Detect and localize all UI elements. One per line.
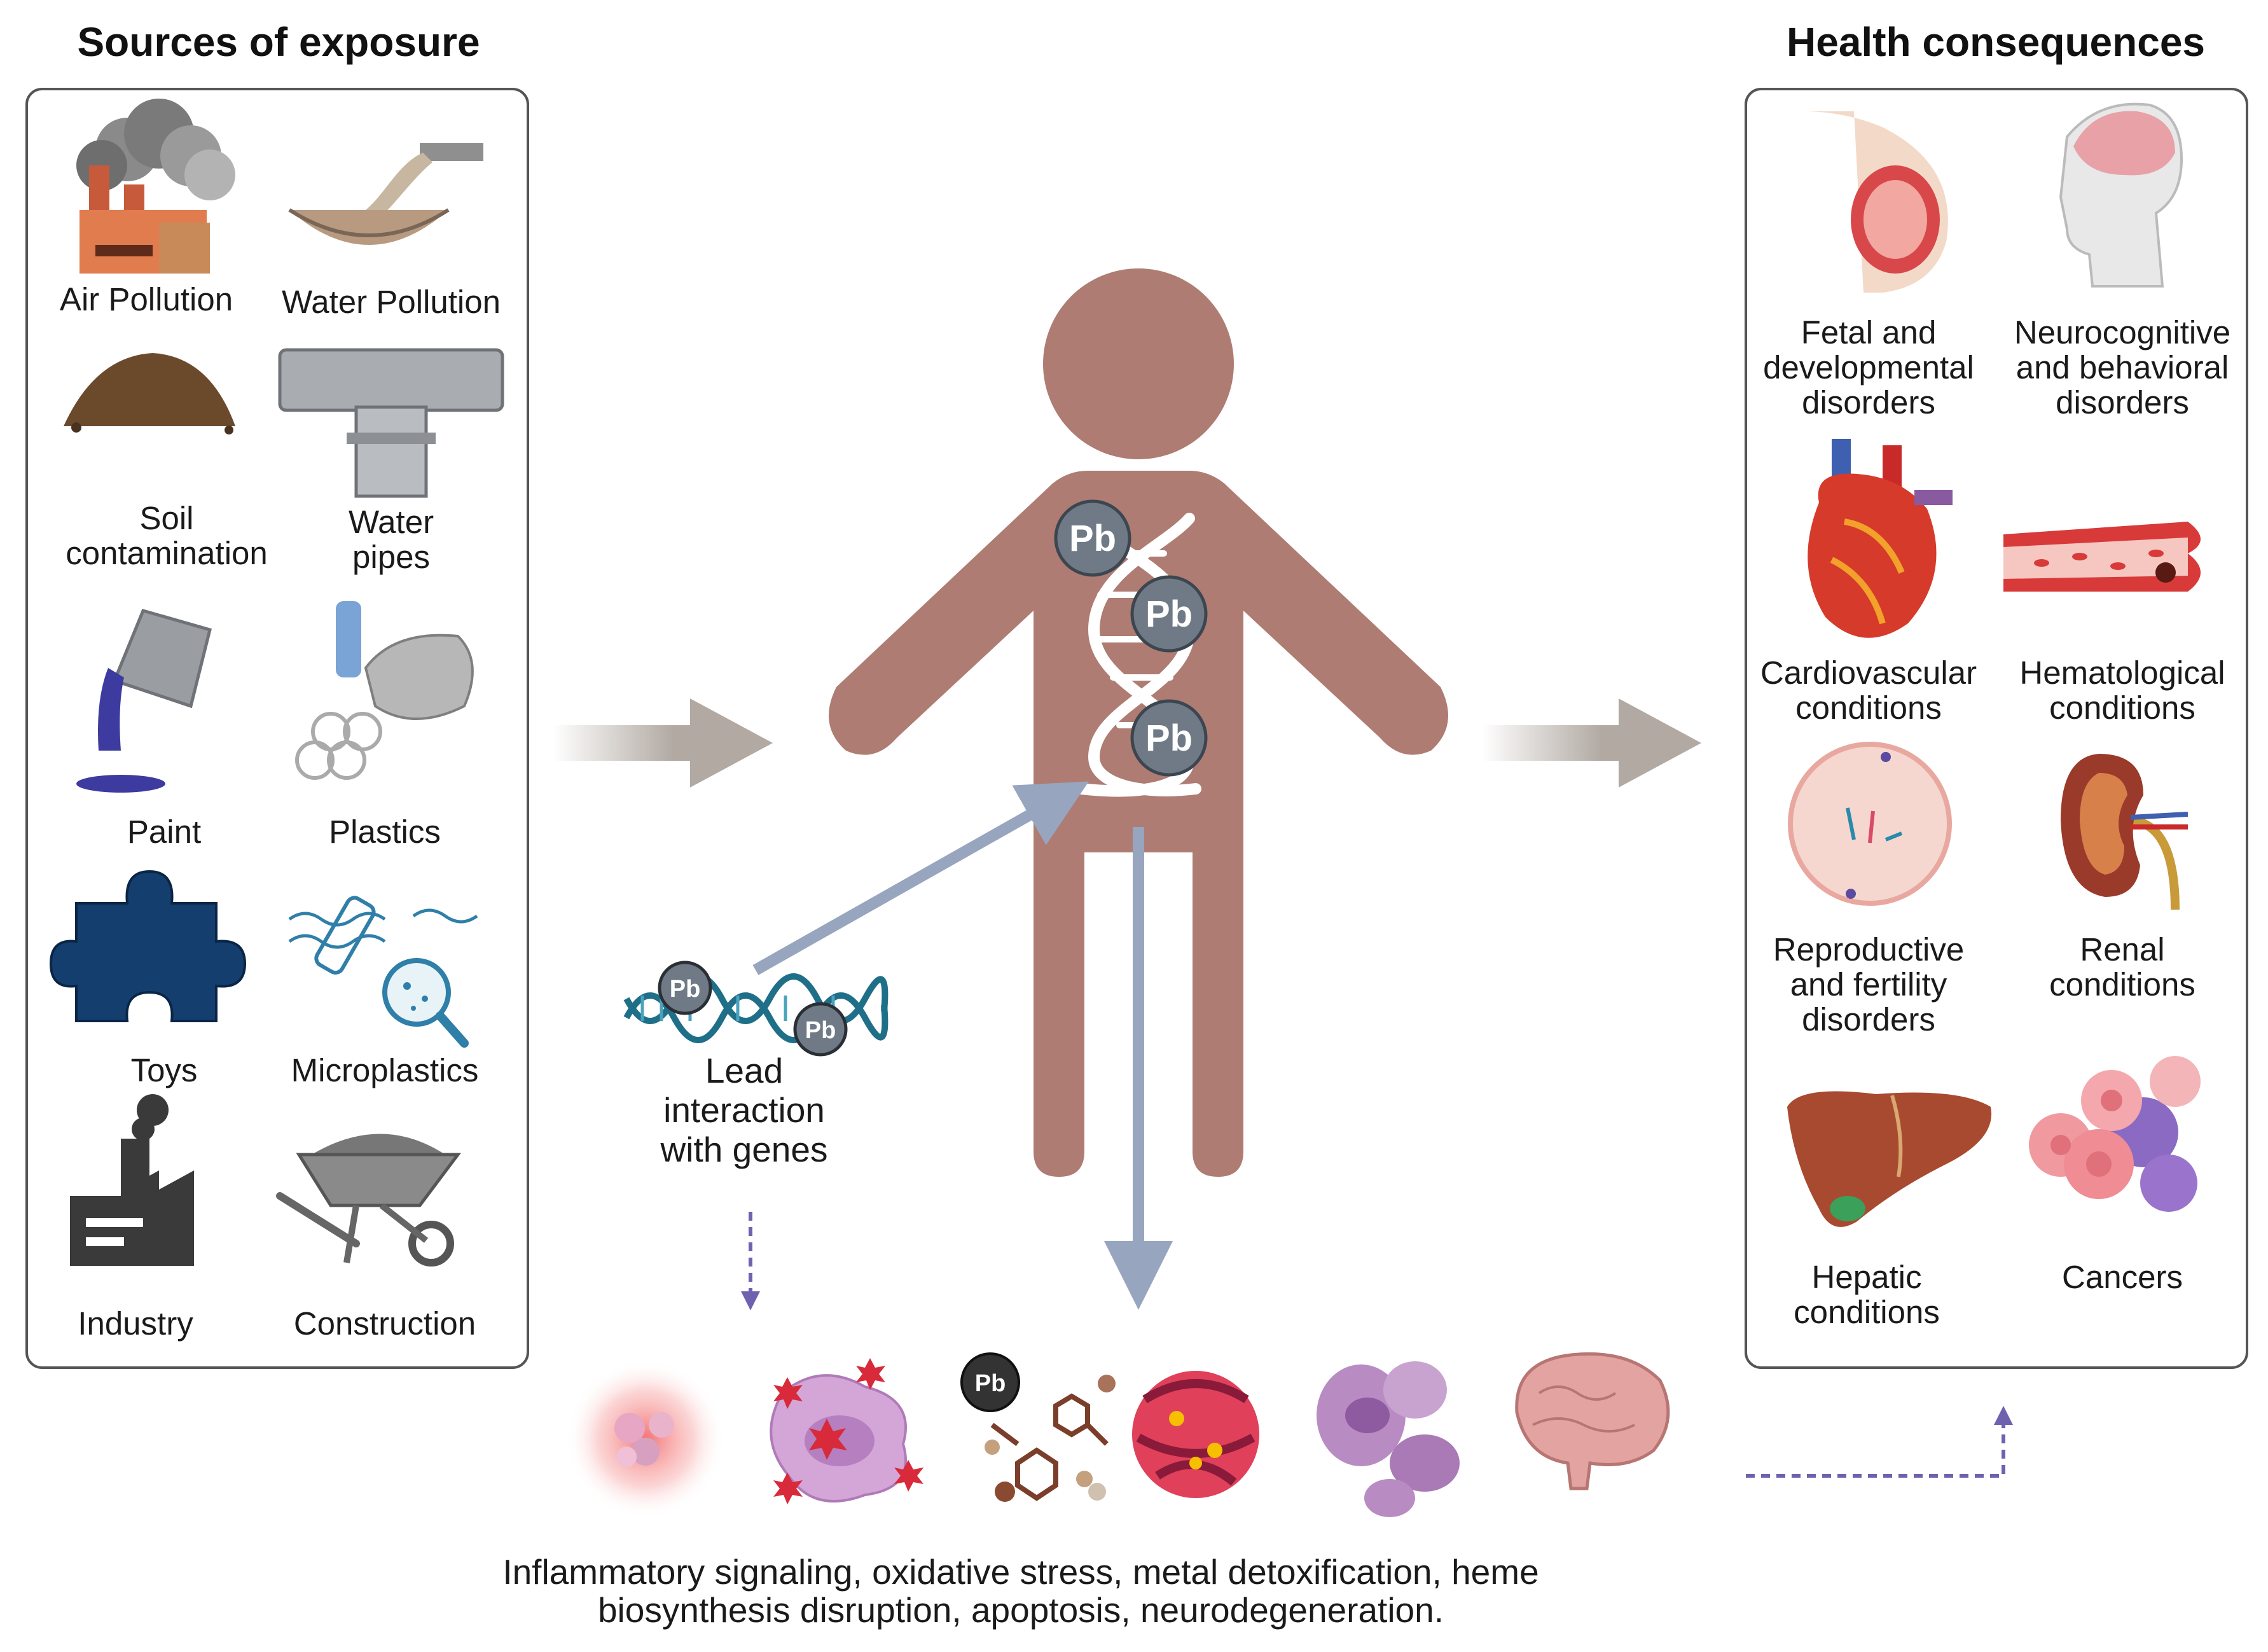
liver-icon	[1787, 1091, 1992, 1227]
svg-text:disorders: disorders	[2056, 384, 2189, 420]
gene-interaction-label: Lead interaction with genes	[660, 1051, 828, 1169]
svg-text:conditions: conditions	[1794, 1294, 1940, 1330]
wheelbarrow-icon	[276, 1134, 461, 1267]
pb-badge-middle: Pb	[1130, 575, 1208, 653]
microplastics-label: Microplastics	[291, 1052, 479, 1088]
svg-text:conditions: conditions	[1795, 690, 1942, 726]
air-pollution-label: Air Pollution	[60, 281, 233, 317]
industry-building-icon	[70, 1094, 194, 1266]
gene-to-body-arrow	[752, 781, 1089, 975]
brain-icon	[1515, 1352, 1670, 1490]
svg-text:Pb: Pb	[1069, 518, 1116, 559]
metal-detox-icon: Pb	[960, 1352, 1116, 1502]
soil-pile-icon	[64, 353, 235, 434]
svg-text:Inflammatory signaling, oxidat: Inflammatory signaling, oxidative stress…	[502, 1552, 1539, 1592]
water-pipes-label: Water pipes	[349, 504, 434, 575]
svg-text:Pb: Pb	[670, 976, 701, 1003]
factory-smoke-icon	[76, 99, 235, 274]
pregnancy-icon	[1803, 111, 1948, 293]
health-heading: Health consequences	[1787, 19, 2205, 65]
renal-label: Renal conditions	[2049, 931, 2195, 1003]
puzzle-piece-icon	[49, 870, 247, 1022]
svg-text:with genes: with genes	[660, 1130, 828, 1169]
plastic-waste-icon	[295, 601, 474, 780]
svg-text:Lead: Lead	[705, 1051, 783, 1090]
svg-text:Neurocognitive: Neurocognitive	[2014, 314, 2230, 351]
plastics-label: Plastics	[329, 814, 441, 850]
pb-badge-top: Pb	[1054, 499, 1131, 577]
paint-can-icon	[76, 608, 212, 793]
mechanisms-to-health-dashed-arrow	[1746, 1406, 2013, 1478]
svg-text:conditions: conditions	[2049, 690, 2195, 726]
industry-label: Industry	[78, 1305, 193, 1342]
left-flow-arrow	[553, 698, 773, 788]
svg-text:Pb: Pb	[975, 1370, 1006, 1397]
inflammation-icon	[566, 1359, 725, 1518]
heart-icon	[1808, 439, 1953, 638]
blood-vessel-icon	[2003, 522, 2201, 592]
cancers-label: Cancers	[2062, 1259, 2183, 1295]
water-pollution-label: Water Pollution	[282, 284, 501, 320]
svg-text:Hematological: Hematological	[2019, 655, 2225, 691]
t-pipe-icon	[278, 348, 504, 498]
svg-text:developmental: developmental	[1763, 349, 1974, 385]
toys-label: Toys	[131, 1052, 198, 1088]
cell-division-icon	[1788, 742, 1952, 906]
gene-pb-badge-left: Pb	[658, 961, 712, 1015]
gene-pb-badge-right: Pb	[793, 1002, 848, 1057]
svg-text:Soil: Soil	[139, 500, 193, 536]
heme-protein-icon	[1132, 1371, 1259, 1498]
soil-contamination-label: Soil contamination	[66, 500, 268, 571]
svg-text:Pb: Pb	[1145, 718, 1193, 759]
svg-text:Fetal and: Fetal and	[1801, 314, 1937, 351]
cardiovascular-label: Cardiovascular conditions	[1760, 655, 1977, 726]
cancer-cells-icon	[2029, 1056, 2201, 1212]
health-panel	[1745, 88, 2248, 1369]
paint-label: Paint	[127, 814, 201, 850]
svg-text:Hepatic: Hepatic	[1812, 1259, 1922, 1295]
svg-text:Reproductive: Reproductive	[1773, 931, 1965, 968]
reproductive-label: Reproductive and fertility disorders	[1773, 931, 1965, 1038]
svg-text:and behavioral: and behavioral	[2016, 349, 2229, 385]
svg-text:conditions: conditions	[2049, 966, 2195, 1003]
svg-text:disorders: disorders	[1802, 384, 1935, 420]
human-figure	[829, 268, 1448, 1177]
neurocognitive-label: Neurocognitive and behavioral disorders	[2014, 314, 2230, 420]
head-brain-icon	[2059, 102, 2183, 288]
kidney-icon	[2061, 754, 2188, 910]
microplastics-magnifier-icon	[288, 896, 478, 1048]
svg-text:Pb: Pb	[1145, 593, 1193, 635]
pipe-discharge-icon	[288, 143, 483, 245]
svg-text:Pb: Pb	[805, 1017, 836, 1044]
svg-text:Cardiovascular: Cardiovascular	[1760, 655, 1977, 691]
hepatic-label: Hepatic conditions	[1794, 1259, 1940, 1330]
mechanisms-text: Inflammatory signaling, oxidative stress…	[502, 1552, 1539, 1630]
svg-text:and fertility: and fertility	[1790, 966, 1947, 1003]
svg-text:disorders: disorders	[1802, 1001, 1935, 1038]
svg-text:Renal: Renal	[2080, 931, 2164, 968]
svg-text:Water: Water	[349, 504, 434, 540]
svg-text:interaction: interaction	[663, 1090, 825, 1130]
construction-label: Construction	[294, 1305, 476, 1342]
svg-text:biosynthesis disruption, apopt: biosynthesis disruption, apoptosis, neur…	[598, 1590, 1444, 1630]
right-flow-arrow	[1482, 698, 1701, 788]
pb-badge-bottom: Pb	[1130, 699, 1208, 777]
apoptosis-icon	[1317, 1361, 1460, 1517]
sources-heading: Sources of exposure	[77, 19, 480, 65]
svg-text:pipes: pipes	[352, 539, 430, 575]
svg-text:contamination: contamination	[66, 535, 268, 571]
fetal-label: Fetal and developmental disorders	[1763, 314, 1974, 420]
oxidative-stress-icon	[770, 1358, 923, 1504]
hematological-label: Hematological conditions	[2019, 655, 2225, 726]
